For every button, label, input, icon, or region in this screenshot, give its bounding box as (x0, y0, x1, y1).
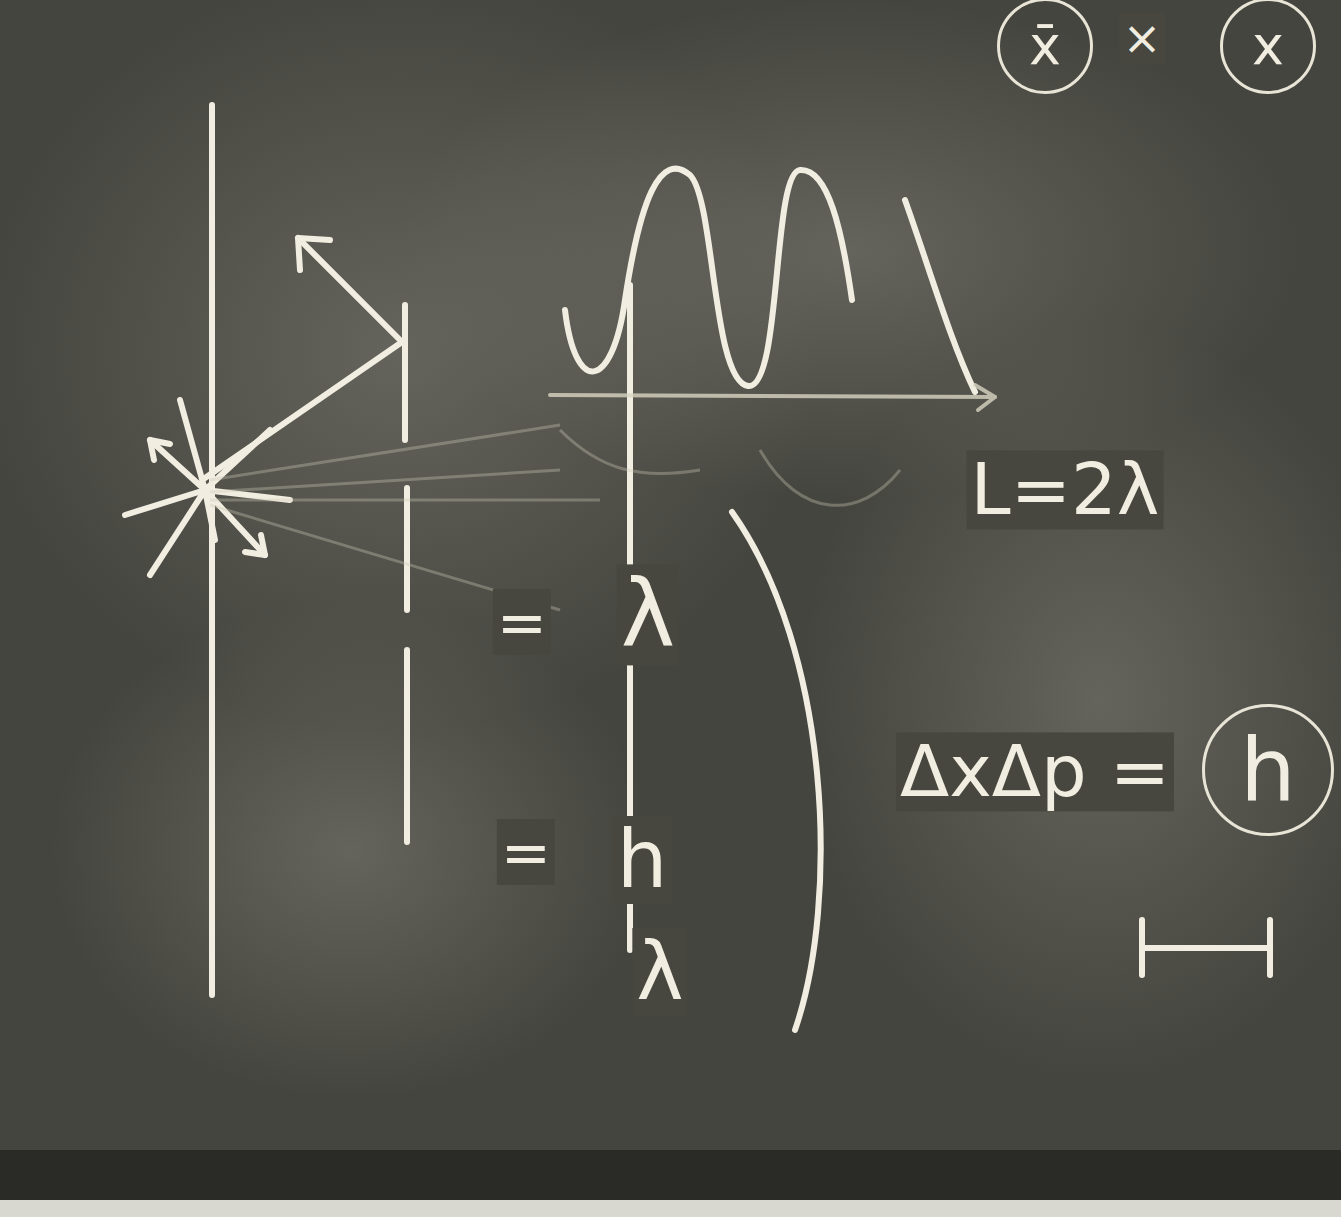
circled-symbol: h (1202, 704, 1334, 836)
circled-symbol: x̄ (997, 0, 1093, 94)
symbol-text: x (1252, 19, 1284, 73)
chalk-label: L=2λ (967, 450, 1164, 529)
chalk-label: × (1119, 13, 1166, 64)
chalk-label: ΔxΔp = (896, 732, 1174, 811)
symbol-text: x̄ (1029, 19, 1061, 73)
chalk-label: h (613, 816, 672, 904)
symbol-text: h (1240, 726, 1296, 814)
chalk-label: λ (632, 928, 687, 1016)
chalk-label: λ (617, 564, 679, 665)
chalk-label: = (497, 819, 555, 885)
circled-symbol: x (1220, 0, 1316, 94)
chalk-label: = (493, 589, 551, 655)
